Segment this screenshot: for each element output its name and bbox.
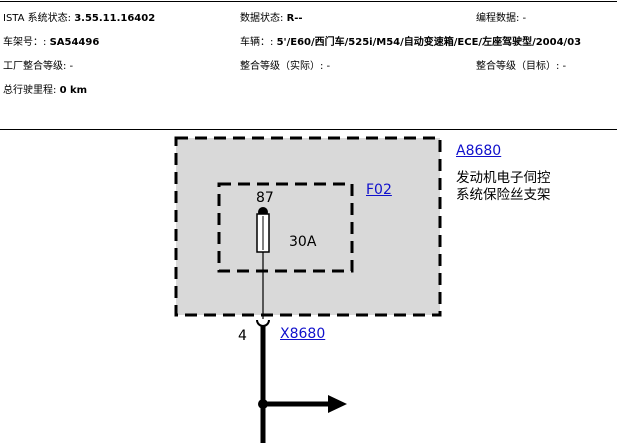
ista-status-label: ISTA 系统状态: [3,13,75,24]
fuse-pin-label: 87 [256,190,274,206]
vehicle-label: 车辆：: [240,37,277,48]
ista-status-value: 3.55.11.16402 [74,13,156,24]
vin-label: 车架号：: [3,37,50,48]
ista-status: ISTA 系统状态: 3.55.11.16402 [3,13,155,25]
module-description-line1: 发动机电子伺控 [456,170,551,186]
data-state-value: R-- [286,13,303,24]
mileage: 总行驶里程: 0 km [3,85,87,97]
data-state-label: 数据状态: [240,13,287,24]
vehicle-value: 5'/E60/西门车/525i/M54/自动变速箱/ECE/左座驾驶型/2004… [276,37,582,48]
fuse-link-f02[interactable]: F02 [366,182,392,198]
connector-link-x8680[interactable]: X8680 [280,326,326,342]
mileage-value: 0 km [59,85,88,96]
programming-data: 编程数据: - [476,13,527,24]
branch-arrow-icon [328,395,347,413]
vin-value: SA54496 [49,37,100,48]
mileage-label: 总行驶里程: [3,85,60,96]
vehicle: 车辆：: 5'/E60/西门车/525i/M54/自动变速箱/ECE/左座驾驶型… [240,37,581,49]
factory-integration-level: 工厂整合等级: - [3,61,74,72]
target-integration-level: 整合等级（目标）: - [476,61,567,72]
connector-pin-number: 4 [238,328,247,344]
vin: 车架号：: SA54496 [3,37,99,49]
module-description: 发动机电子伺控 系统保险丝支架 [456,170,551,204]
fuse-rating: 30A [289,234,317,250]
module-link-a8680[interactable]: A8680 [456,143,502,159]
header-bottom-rule [0,129,617,130]
header-top-rule [0,1,617,2]
module-description-line2: 系统保险丝支架 [456,187,551,203]
module-box [174,136,442,317]
fuse-box [217,182,354,273]
actual-integration-level: 整合等级（实际）: - [240,61,331,72]
data-state: 数据状态: R-- [240,13,303,25]
